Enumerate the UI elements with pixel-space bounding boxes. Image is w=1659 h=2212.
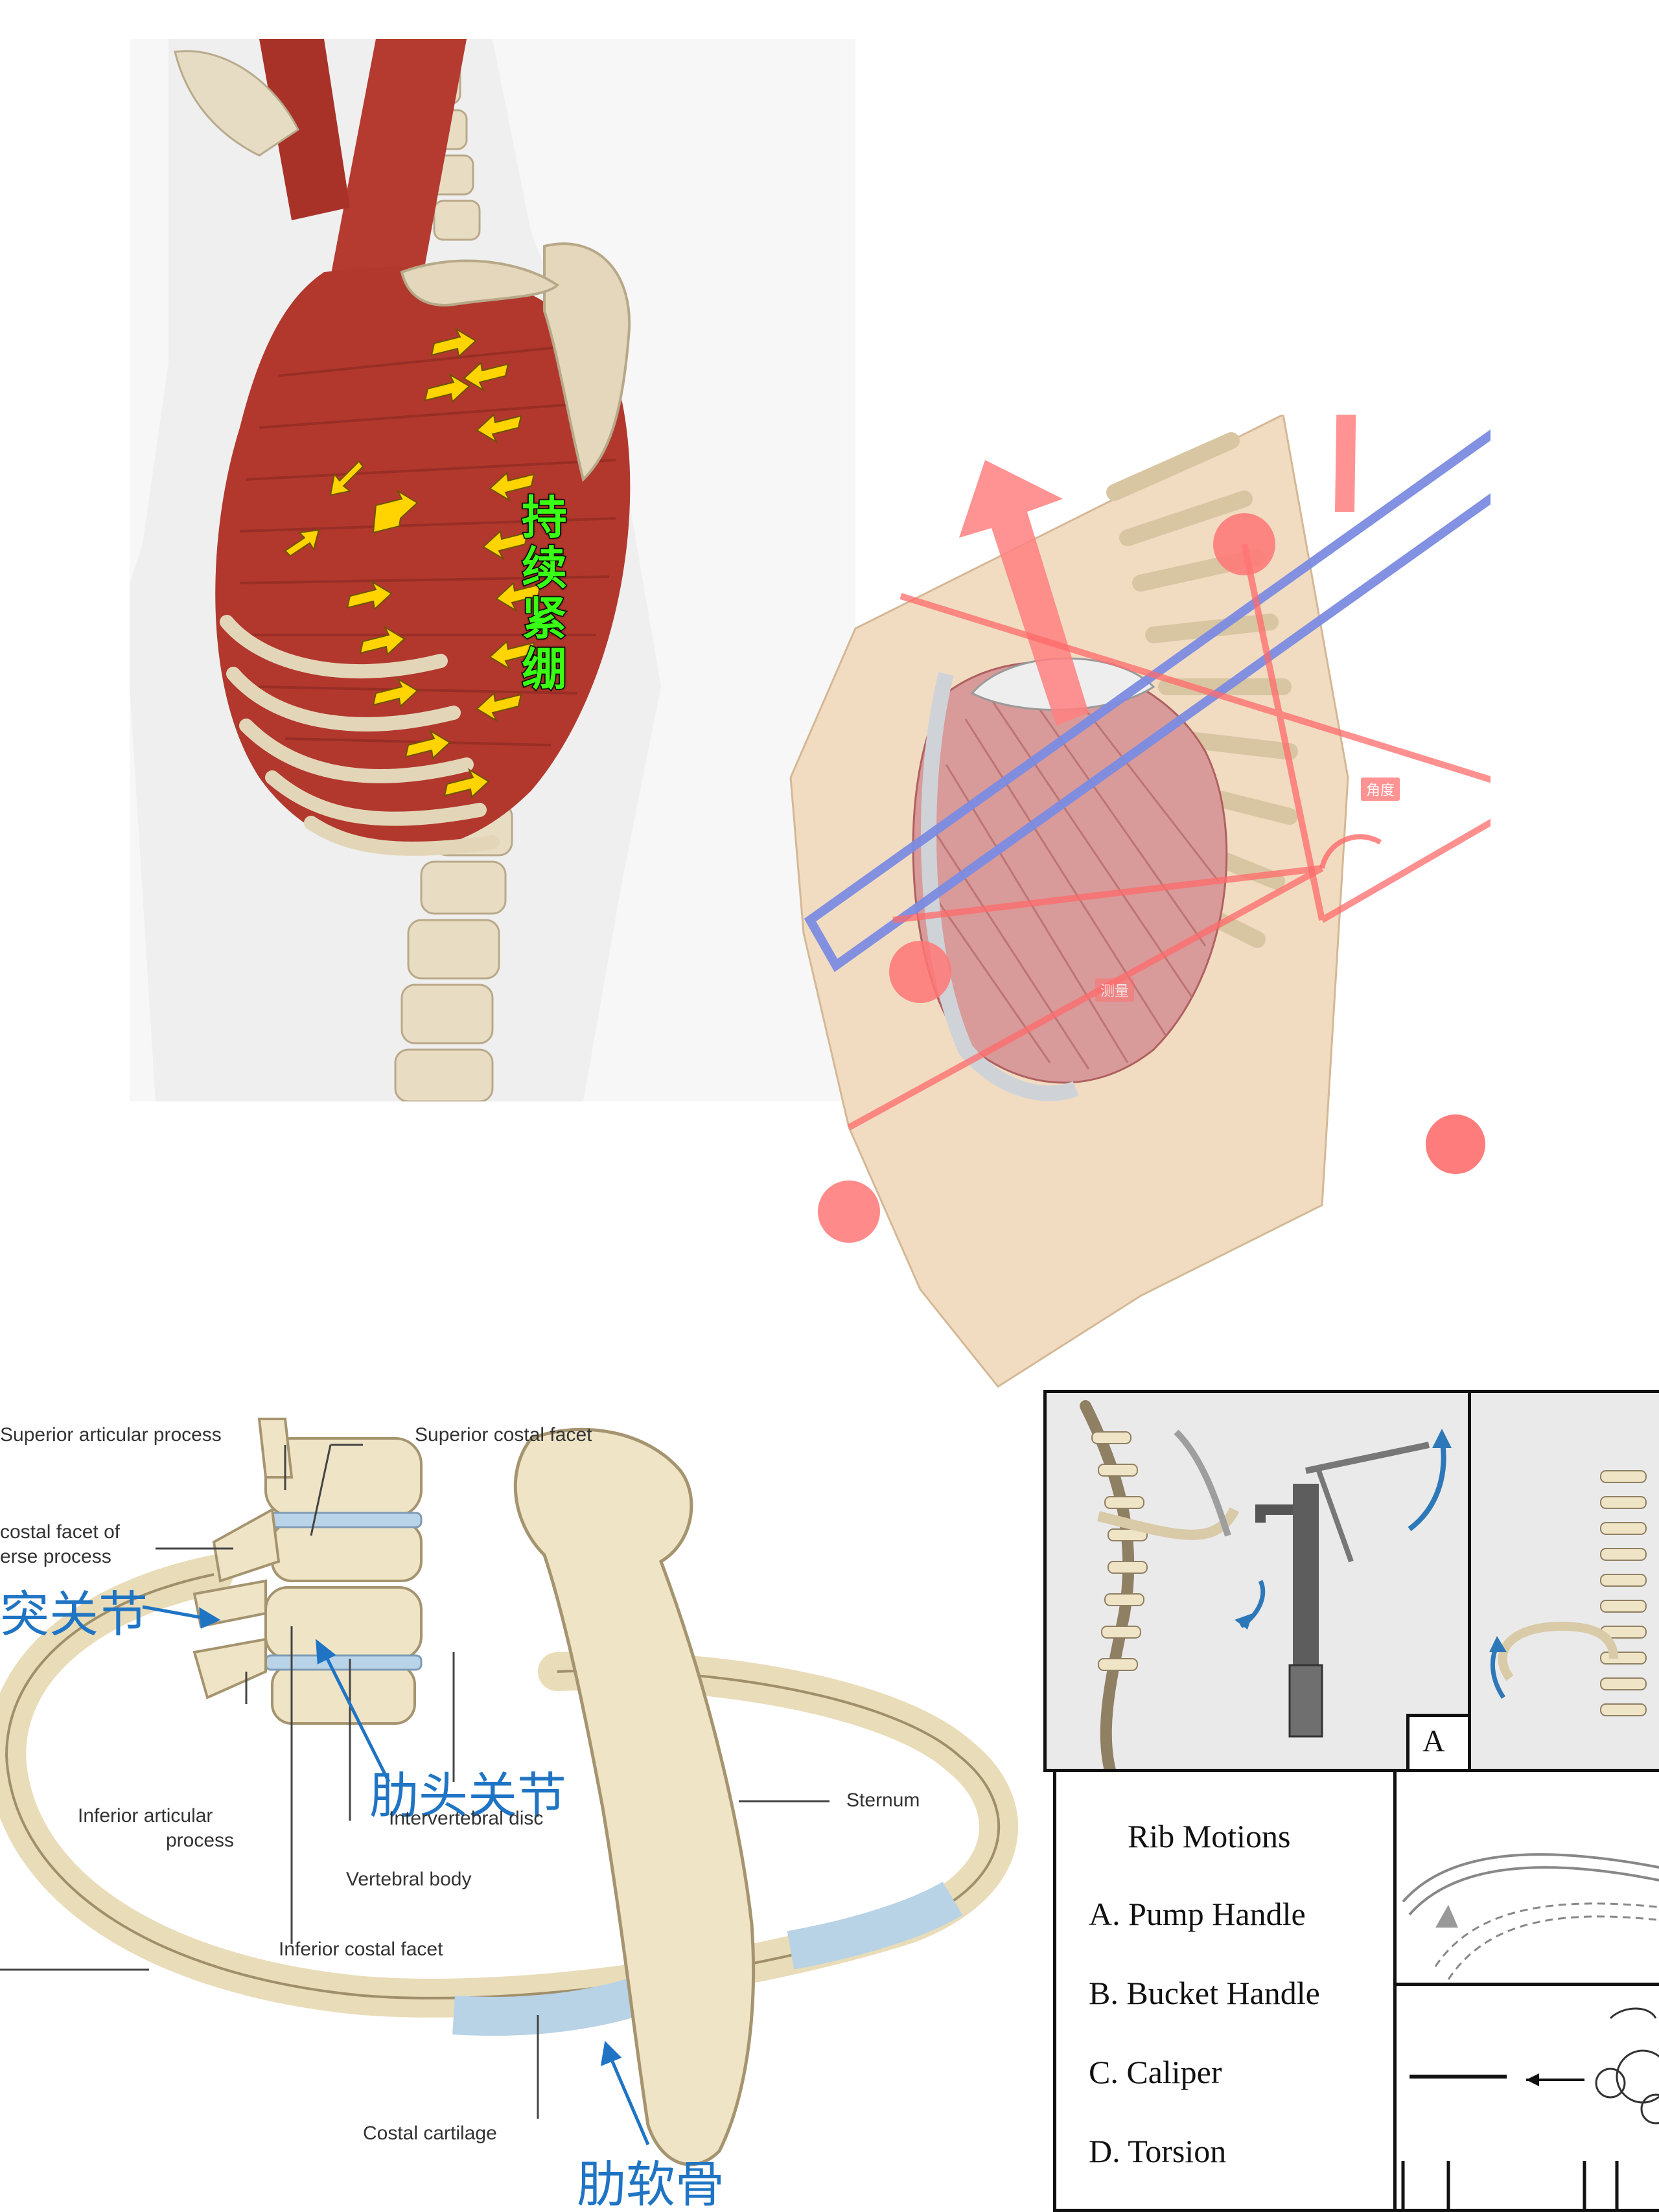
- label-inferior-articular-process-2: process: [166, 1830, 235, 1851]
- label-intervertebral-disc: Intervertebral disc: [389, 1808, 544, 1829]
- label-costal-cartilage: Costal cartilage: [363, 2123, 497, 2144]
- label-inferior-articular-process-1: Inferior articular: [78, 1805, 213, 1826]
- caliper-box: [1393, 1772, 1659, 1986]
- label-sternum: Sternum: [846, 1790, 920, 1811]
- legend-title: Rib Motions: [1128, 1818, 1291, 1854]
- rib-articulation-diagram: Superior articular process Superior cost…: [0, 1393, 1024, 2212]
- overlay-drawing: [789, 415, 1491, 1388]
- rib-motions-figure: A Rib Motions A. Pump Handle: [1043, 1390, 1659, 2212]
- overlay-illustration: 角度 测量: [752, 415, 1491, 1406]
- angle-handle-top[interactable]: [1213, 513, 1275, 575]
- label-cn-costal-cartilage: 肋软骨: [577, 2156, 725, 2212]
- label-cn-costovertebral-joint: 肋头关节: [369, 1767, 566, 1825]
- serratus-illustration: 持续紧绷: [130, 39, 855, 1101]
- angle-tag: 角度: [1361, 778, 1400, 801]
- tension-label: 持续紧绷: [521, 491, 568, 696]
- bucket-handle-box: [1468, 1390, 1659, 1772]
- label-inferior-costal-facet: Inferior costal facet: [279, 1939, 443, 1960]
- torsion-drawing: [1401, 2007, 1659, 2212]
- serratus-drawing: [130, 39, 661, 1101]
- box-letter-frame: A: [1406, 1714, 1468, 1769]
- legend-box: Rib Motions A. Pump Handle B. Bucket Han…: [1053, 1772, 1397, 2212]
- rib-drawing: [0, 1418, 1018, 2167]
- label-superior-costal-facet: Superior costal facet: [415, 1424, 592, 1446]
- legend-item-caliper: C. Caliper: [1089, 2054, 1222, 2090]
- angle-handle-left[interactable]: [889, 941, 951, 1003]
- legend-item-pump-handle: A. Pump Handle: [1089, 1896, 1306, 1932]
- angle-handle-right[interactable]: [1426, 1114, 1485, 1174]
- pump-handle-box: A: [1043, 1390, 1471, 1772]
- label-costal-facet-of: costal facet of: [0, 1521, 121, 1543]
- torsion-box: [1393, 1983, 1659, 2212]
- legend-item-bucket-handle: B. Bucket Handle: [1089, 1975, 1320, 2011]
- box-letter: A: [1422, 1724, 1445, 1758]
- label-transverse-process: erse process: [0, 1546, 111, 1567]
- label-cn-costotransverse-joint: 突关节: [0, 1585, 148, 1643]
- pump-handle-drawing: [1080, 1400, 1452, 1769]
- legend-item-torsion: D. Torsion: [1089, 2133, 1227, 2169]
- label-superior-articular-process: Superior articular process: [0, 1424, 222, 1446]
- measure-tag: 测量: [1095, 978, 1135, 1002]
- angle-handle-bottom[interactable]: [818, 1181, 880, 1243]
- bucket-handle-drawing: [1489, 1470, 1647, 1716]
- label-vertebral-body: Vertebral body: [346, 1869, 472, 1890]
- caliper-drawing: [1402, 1853, 1659, 1980]
